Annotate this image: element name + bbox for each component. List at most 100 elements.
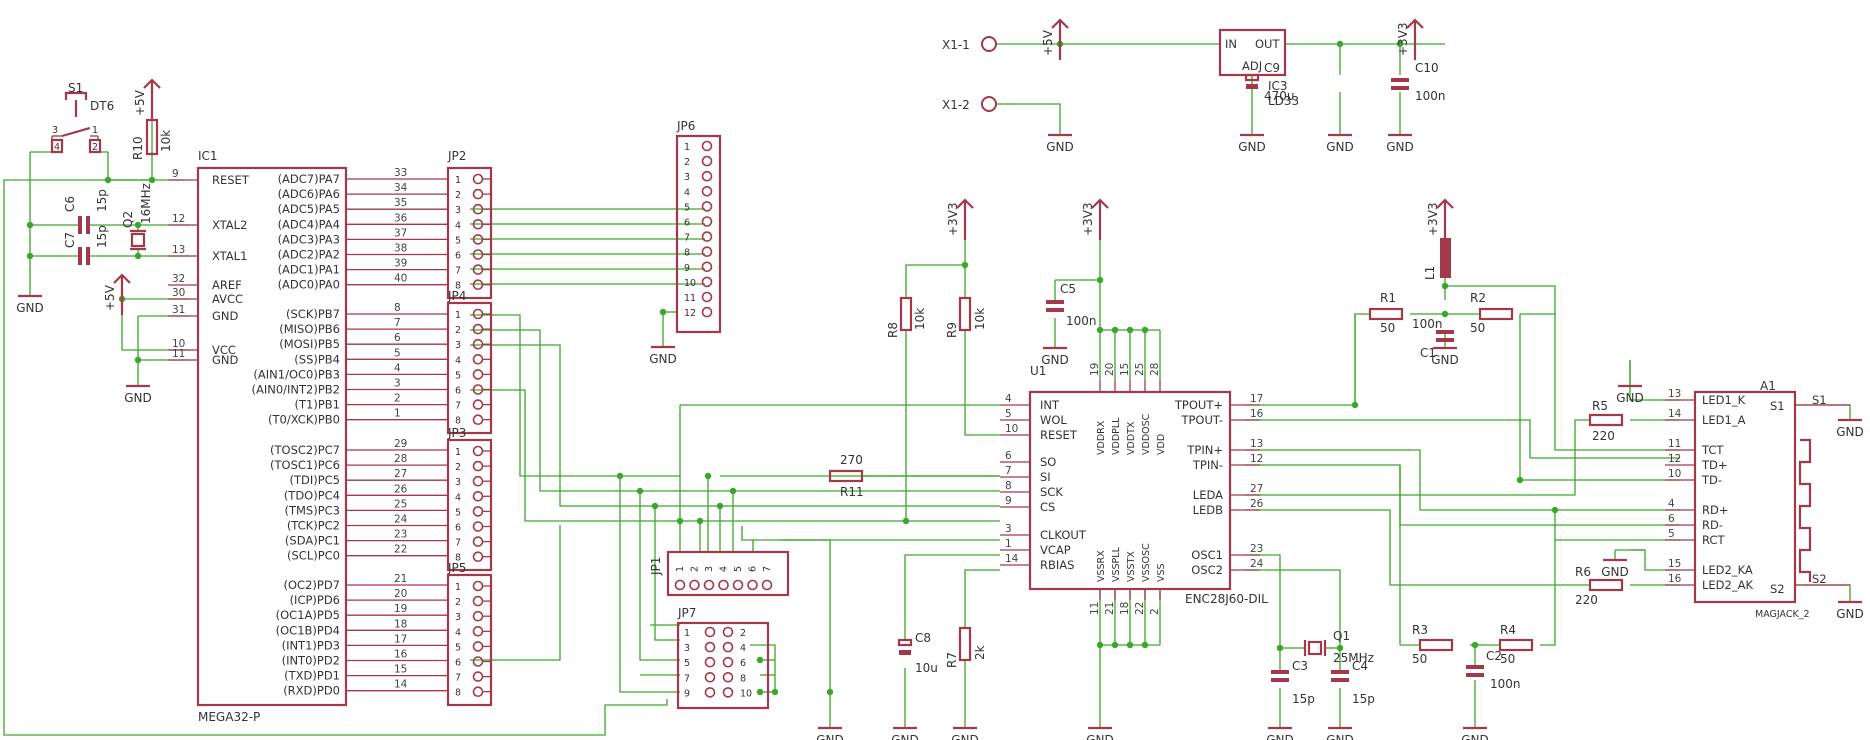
ic1-pin-name: (T1)PB1 [295, 398, 340, 412]
header-pin-pad[interactable] [472, 308, 484, 320]
jp1-pin-pad[interactable] [703, 579, 715, 591]
jp7-pin-pad[interactable] [722, 671, 734, 683]
header-pin-pad[interactable] [472, 353, 484, 365]
header-pin-pad[interactable] [472, 384, 484, 395]
ic1-pin-number: 28 [394, 453, 407, 465]
header-pin-pad[interactable] [472, 279, 484, 291]
header-pin-pad[interactable] [472, 369, 484, 380]
ic1-pin-number: 25 [394, 498, 407, 510]
header-pin-pad[interactable] [472, 264, 484, 275]
magjack-pin-number: 4 [1668, 498, 1675, 510]
header-pin-pad[interactable] [472, 399, 484, 410]
jp7-pin-pad[interactable] [704, 641, 716, 653]
header-pin-pad[interactable] [472, 203, 484, 215]
u1-pin-name: RBIAS [1040, 558, 1074, 572]
header-pin-pad[interactable] [472, 521, 484, 532]
jp6-pin-pad[interactable] [701, 306, 713, 318]
header-pin-number: 6 [455, 386, 461, 397]
jp7-pin-pad[interactable] [722, 656, 734, 668]
header-pin-pad[interactable] [472, 234, 484, 245]
header-pin-pad[interactable] [472, 506, 484, 517]
u1-pin-name: CLKOUT [1040, 528, 1087, 542]
header-pin-pad[interactable] [472, 536, 484, 547]
header-pin-pad[interactable] [472, 610, 484, 622]
jp6-pin-pad[interactable] [701, 201, 713, 212]
jp6-pin-pad[interactable] [701, 231, 713, 242]
jp7-pin-pad[interactable] [704, 626, 716, 638]
jp7-pin-pad[interactable] [722, 641, 734, 653]
header-pin-pad[interactable] [472, 625, 484, 637]
jp7-pin-pad[interactable] [704, 671, 716, 683]
u1-pin-name: VCAP [1040, 543, 1071, 557]
r1-body [1368, 307, 1404, 321]
power-arrow-icon [113, 273, 131, 315]
r6-body [1588, 578, 1624, 592]
x1-2-terminal[interactable] [981, 96, 997, 112]
header-pin-pad[interactable] [472, 490, 484, 502]
header-pin-number: 8 [455, 416, 461, 427]
c9-value: 470u [1264, 89, 1295, 103]
header-pin-pad[interactable] [472, 656, 484, 667]
ic1-pin-name: (TMS)PC3 [284, 503, 340, 517]
header-pin-pad[interactable] [472, 551, 484, 563]
header-pin-number: 3 [455, 340, 461, 351]
ic1-pin-name: (RXD)PD0 [283, 684, 340, 698]
gnd-label: GND [1086, 733, 1114, 740]
header-pin-pad[interactable] [472, 595, 484, 607]
ic3-out: OUT [1255, 37, 1280, 51]
jp7-pin-pad[interactable] [722, 687, 734, 698]
ic1-pin-number: 37 [394, 227, 407, 239]
header-pin-pad[interactable] [472, 173, 484, 185]
r3-body [1418, 638, 1454, 652]
header-pin-pad[interactable] [472, 323, 484, 335]
u1-pin-name: OSC1 [1191, 548, 1223, 562]
jp1-pin-pad[interactable] [732, 579, 744, 591]
header-pin-pad[interactable] [472, 219, 484, 230]
jp6-pin-pad[interactable] [701, 216, 713, 227]
header-pin-pad[interactable] [472, 686, 484, 698]
jp2-label: JP2 [447, 149, 466, 163]
header-pin-number: 5 [455, 370, 461, 381]
header-pin-pad[interactable] [472, 445, 484, 457]
magjack-pin-name: TCT [1701, 443, 1724, 457]
header-pin-pad[interactable] [472, 188, 484, 200]
jp1-pin-pad[interactable] [718, 579, 729, 591]
jp7-pin-pad[interactable] [722, 626, 734, 638]
jp7-pin-pad[interactable] [704, 687, 716, 698]
header-pin-number: 2 [455, 325, 461, 336]
header-pin-pad[interactable] [472, 475, 484, 487]
jp6-pin-pad[interactable] [701, 276, 713, 288]
magjack-pin-number: 10 [1668, 468, 1681, 480]
jp6-pin-pad[interactable] [701, 186, 713, 197]
header-pin-pad[interactable] [472, 641, 484, 652]
header-pin-pad[interactable] [472, 338, 484, 350]
header-pin-pad[interactable] [472, 671, 484, 682]
x1-1-terminal[interactable] [981, 36, 997, 52]
jp6-pin-pad[interactable] [701, 170, 713, 182]
switch-s1: S1 DT6 3 1 4 2 [50, 81, 114, 154]
jp6-pin-number: 7 [684, 233, 690, 244]
c6-label: C6 [63, 196, 77, 212]
c10-label: C10 [1415, 61, 1439, 75]
jp6-pin-pad[interactable] [701, 140, 713, 152]
header-pin-pad[interactable] [472, 414, 484, 426]
jp7-pin-pad[interactable] [704, 656, 716, 668]
jp6-pin-pad[interactable] [701, 261, 713, 273]
jp1-pin-pad[interactable] [689, 579, 700, 591]
jp1-pin-pad[interactable] [761, 579, 773, 591]
header-pin-number: 4 [455, 220, 461, 231]
jp6-pin-pad[interactable] [701, 155, 713, 167]
jp6-pin-pad[interactable] [701, 246, 713, 257]
jp1-pin-pad[interactable] [674, 579, 686, 591]
r9-body [958, 296, 972, 332]
header-pin-pad[interactable] [472, 249, 484, 260]
ic1-pin-name: (OC1B)PD4 [276, 623, 340, 637]
header-pin-pad[interactable] [472, 460, 484, 472]
header-pin-pad[interactable] [472, 580, 484, 592]
jp6-pin-pad[interactable] [701, 291, 713, 303]
jp1-pin-pad[interactable] [747, 579, 758, 591]
